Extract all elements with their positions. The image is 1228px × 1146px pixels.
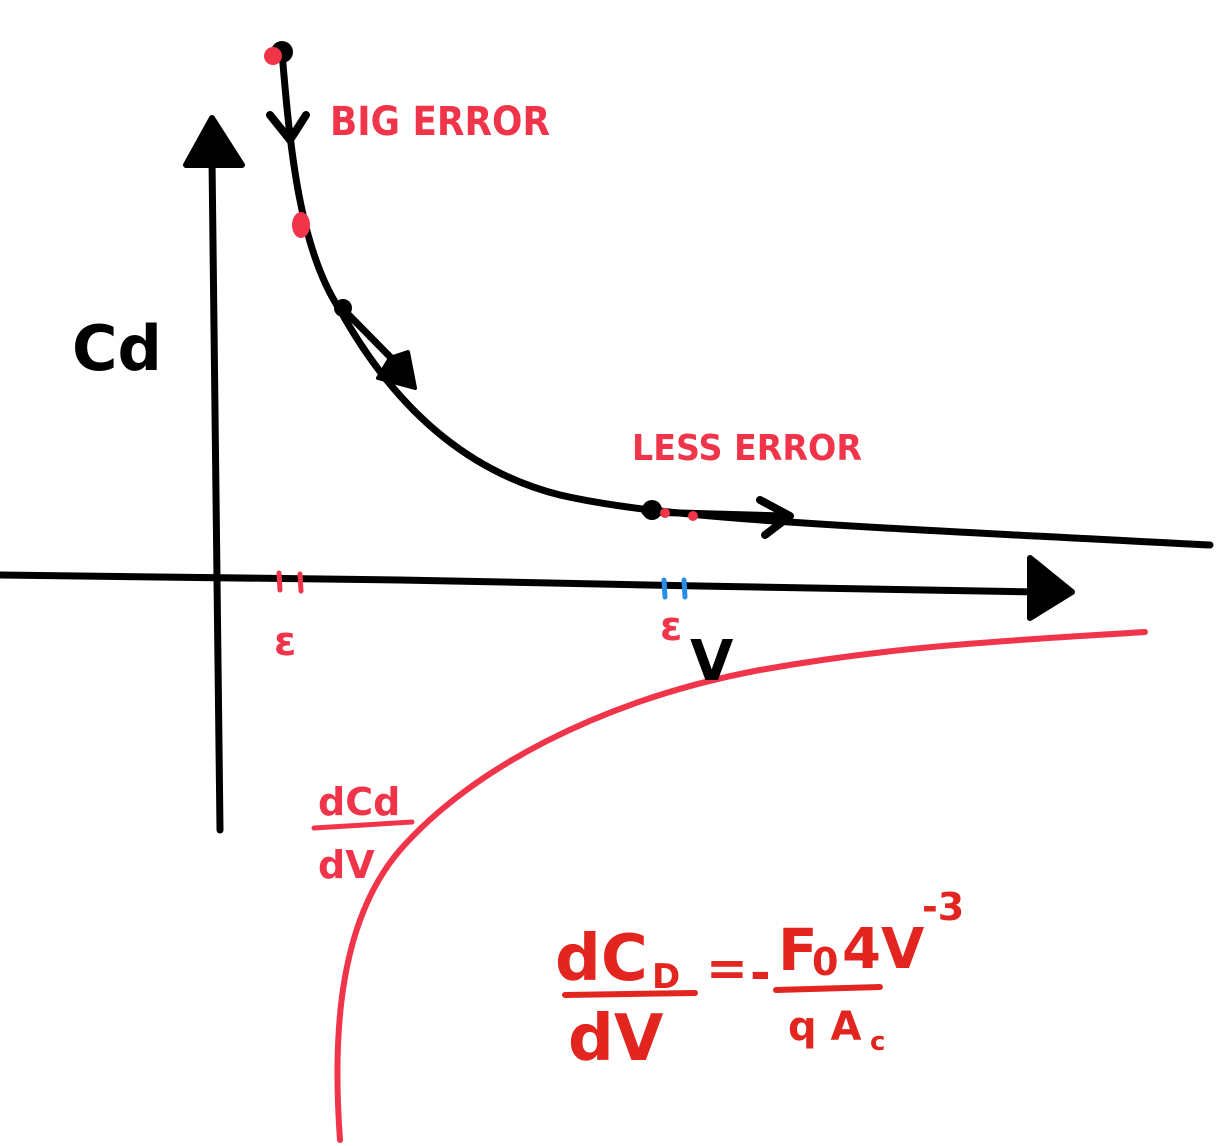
formula-rhs-4v: 4V xyxy=(842,917,925,982)
red-markers xyxy=(264,47,698,521)
formula-lhs-denominator: dV xyxy=(568,1002,664,1076)
x-axis xyxy=(0,555,1075,621)
lower-point-dot xyxy=(642,500,662,520)
formula-rhs-exponent: -3 xyxy=(922,885,964,929)
derivative-curve xyxy=(334,629,1148,1143)
x-axis-arrowhead-icon xyxy=(1027,555,1075,621)
big-error-marker xyxy=(264,47,282,65)
epsilon-right-tick xyxy=(661,577,688,600)
formula-rhs-subscript-0: 0 xyxy=(812,940,838,984)
derivative-formula: dC D dV = - F 0 4V -3 q A c xyxy=(555,885,964,1076)
formula-rhs-denominator-sub: c xyxy=(870,1027,885,1057)
derivative-fraction-bar xyxy=(311,819,415,831)
formula-rhs-bar xyxy=(773,984,883,993)
formula-equals: = xyxy=(706,939,748,997)
y-axis xyxy=(183,115,245,834)
less-error-marker-b xyxy=(688,511,698,521)
formula-lhs-bar xyxy=(562,990,698,998)
x-axis-label: V xyxy=(690,629,734,694)
step-arrowhead-icon xyxy=(376,350,417,390)
mid-error-marker xyxy=(292,212,310,238)
step-point-dot xyxy=(334,299,352,317)
epsilon-ticks xyxy=(276,570,688,600)
less-error-label: LESS ERROR xyxy=(632,428,862,469)
derivative-label-bottom: dV xyxy=(318,843,375,887)
y-axis-label: Cd xyxy=(72,312,162,385)
formula-lhs-numerator: dC xyxy=(555,922,648,996)
less-error-marker-a xyxy=(660,508,670,518)
epsilon-left-label: ε xyxy=(274,619,296,665)
lower-arrowhead-icon xyxy=(756,496,794,539)
big-error-label: BIG ERROR xyxy=(330,99,550,145)
formula-rhs-f: F xyxy=(778,916,818,984)
derivative-label: dCd dV xyxy=(311,780,415,887)
epsilon-right-label: ε xyxy=(660,604,682,650)
y-axis-arrowhead-icon xyxy=(183,115,245,168)
epsilon-left-tick xyxy=(276,570,304,594)
formula-minus: - xyxy=(750,944,771,1002)
down-arrow-icon xyxy=(266,111,310,144)
derivative-label-top: dCd xyxy=(318,780,400,824)
formula-rhs-denominator: q A xyxy=(788,1004,862,1050)
